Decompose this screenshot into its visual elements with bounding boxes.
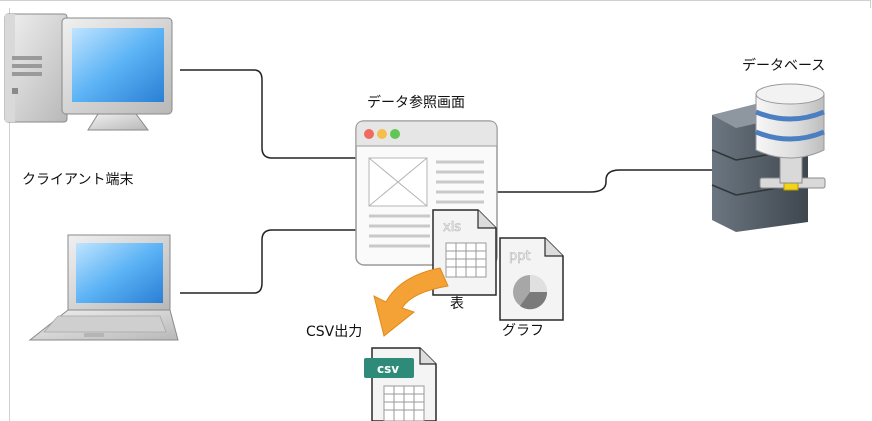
client-terminal-label: クライアント端末 [22,172,134,188]
canvas-frame-top [0,0,871,8]
csv-document-icon: csv [364,347,437,421]
xls-table-document-icon: xls [432,209,497,296]
database-label: データベース [742,58,826,74]
data-viewer-label: データ参照画面 [367,95,465,111]
table-label: 表 [450,296,464,312]
graph-label: グラフ [502,323,544,339]
xls-label: xls [443,220,461,235]
connector-desktop-to-viewer [180,69,356,159]
csv-output-label: CSV出力 [306,324,363,340]
csv-badge-label: csv [377,362,399,376]
laptop-icon [28,234,179,341]
connector-lines [180,69,712,294]
connector-laptop-to-viewer [180,229,356,294]
connector-viewer-to-database [497,169,712,193]
ppt-label: ppt [509,249,531,264]
ppt-graph-document-icon: ppt [499,237,564,321]
database-server-icon [711,83,826,232]
canvas-frame-left [9,8,10,421]
desktop-computer-icon [4,13,173,131]
csv-output-arrow-icon [373,267,449,337]
